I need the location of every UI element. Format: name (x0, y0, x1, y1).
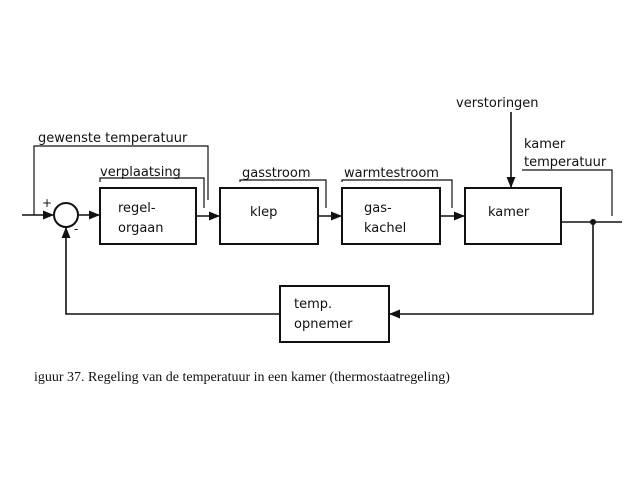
regelorgaan-label-2: orgaan (118, 221, 164, 236)
kamer-label: kamer (488, 205, 530, 220)
warmtestroom-label: warmtestroom (344, 166, 439, 181)
plus-sign: + (42, 196, 52, 210)
opnemer-label-2: opnemer (294, 317, 353, 332)
output-label-1: kamer (524, 137, 566, 152)
opnemer-block (279, 285, 390, 343)
verplaatsing-label: verplaatsing (100, 165, 181, 180)
minus-sign: - (74, 222, 78, 236)
gasstroom-bracket (239, 179, 327, 208)
regelorgaan-block (99, 187, 197, 245)
verplaatsing-bracket (99, 177, 205, 208)
opnemer-label-1: temp. (294, 297, 332, 312)
output-bracket (522, 169, 613, 216)
warmtestroom-bracket (341, 179, 453, 208)
klep-block (219, 187, 319, 245)
setpoint-label: gewenste temperatuur (38, 131, 188, 146)
regelorgaan-label-1: regel- (118, 201, 156, 216)
klep-label: klep (250, 205, 277, 220)
gaskachel-label-2: kachel (364, 221, 406, 236)
figure-caption: iguur 37. Regeling van de temperatuur in… (34, 370, 450, 385)
disturbance-label: verstoringen (456, 96, 539, 111)
feedback-down (388, 222, 594, 319)
gasstroom-label: gasstroom (242, 166, 311, 181)
output-label-2: temperatuur (524, 155, 607, 170)
setpoint-bracket (33, 145, 209, 215)
gaskachel-label-1: gas- (364, 201, 392, 216)
gaskachel-block (341, 187, 441, 245)
feedback-return (61, 226, 280, 315)
